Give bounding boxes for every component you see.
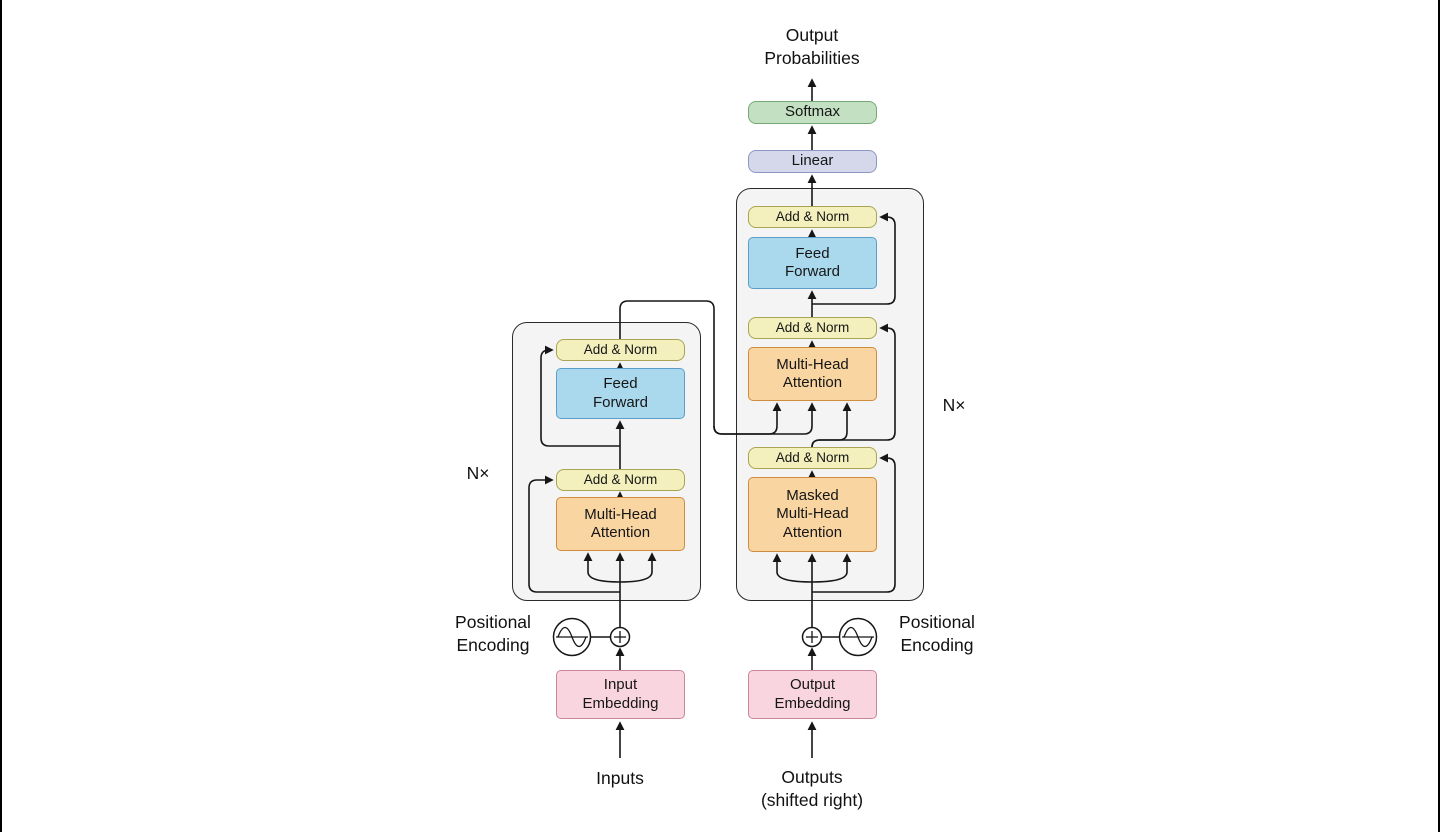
output-embedding-box: Output Embedding <box>748 670 877 719</box>
decoder-n-times-label: N× <box>942 395 966 415</box>
masked-multi-head-attention-box: Masked Multi-Head Attention <box>748 477 877 552</box>
inputs-label: Inputs <box>596 768 644 788</box>
encoder-multi-head-attention-box: Multi-Head Attention <box>556 497 685 551</box>
softmax-box: Softmax <box>748 101 877 124</box>
plus-icon-right <box>801 626 823 648</box>
left-edge-line <box>0 0 2 832</box>
decoder-add-norm-2-box: Add & Norm <box>748 317 877 339</box>
outputs-label: Outputs (shifted right) <box>760 767 864 811</box>
encoder-container <box>512 322 701 601</box>
plus-icon-left <box>609 626 631 648</box>
positional-encoding-icon-right <box>838 617 878 657</box>
positional-encoding-icon-left <box>552 617 592 657</box>
positional-encoding-label-left: Positional Encoding <box>455 612 531 656</box>
input-embedding-box: Input Embedding <box>556 670 685 719</box>
decoder-multi-head-attention-box: Multi-Head Attention <box>748 347 877 401</box>
encoder-add-norm-1-box: Add & Norm <box>556 469 685 491</box>
right-edge-line <box>1438 0 1440 832</box>
decoder-add-norm-3-box: Add & Norm <box>748 206 877 228</box>
decoder-add-norm-1-box: Add & Norm <box>748 447 877 469</box>
positional-encoding-label-right: Positional Encoding <box>899 612 975 656</box>
output-probabilities-label: Output Probabilities <box>764 25 860 69</box>
encoder-add-norm-2-box: Add & Norm <box>556 339 685 361</box>
linear-box: Linear <box>748 150 877 173</box>
decoder-feed-forward-box: Feed Forward <box>748 237 877 289</box>
encoder-n-times-label: N× <box>466 463 490 483</box>
encoder-feed-forward-box: Feed Forward <box>556 368 685 419</box>
